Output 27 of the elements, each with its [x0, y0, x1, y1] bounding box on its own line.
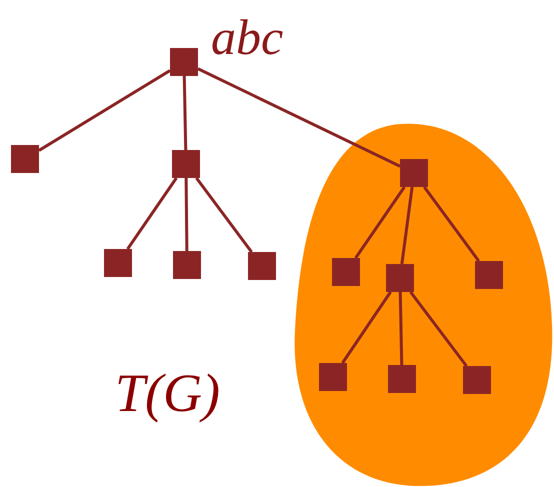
tree-edge — [195, 177, 253, 253]
tree-edge — [354, 186, 406, 259]
tree-node — [319, 363, 347, 391]
tree-label: T(G) — [115, 366, 220, 420]
tree-edge — [423, 186, 480, 262]
tree-node — [332, 258, 360, 286]
tree-node — [248, 252, 276, 280]
tree-edge — [341, 291, 392, 364]
tree-node — [388, 365, 416, 393]
tree-edge — [409, 291, 468, 367]
tree-node — [170, 48, 198, 76]
tree-node — [400, 159, 428, 187]
tree-edge — [126, 177, 178, 250]
tree-node — [173, 251, 201, 279]
tree-node — [104, 249, 132, 277]
tree-edge — [38, 69, 171, 152]
tree-node — [172, 150, 200, 178]
tree-node — [475, 261, 503, 289]
tree-edge — [398, 292, 404, 366]
tree-edge — [182, 76, 188, 150]
tree-edge — [184, 178, 188, 252]
tree-node — [386, 264, 414, 292]
tree-node — [463, 366, 491, 394]
node-label: abc — [211, 12, 284, 62]
tree-node — [11, 145, 39, 173]
tree-edge — [400, 186, 414, 264]
tree-edge — [197, 67, 401, 168]
